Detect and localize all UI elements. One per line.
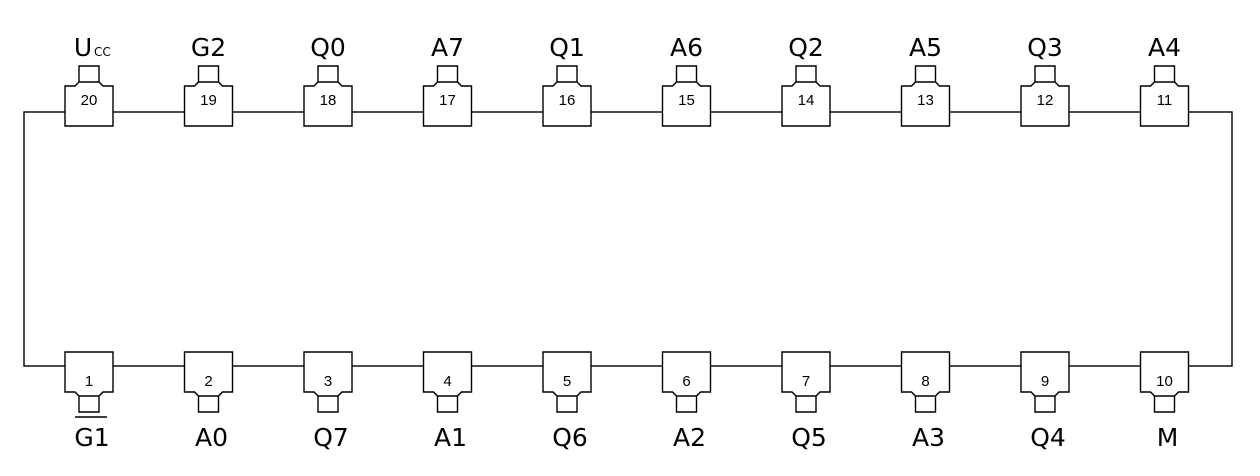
pin-number: 11 [1157,92,1173,109]
pin-number: 14 [798,92,815,109]
pin-label: Q7 [313,423,349,452]
pin-13: 13 A5 [900,33,951,127]
pin-tab [78,65,100,82]
pin-box [422,81,473,127]
pin-box [183,81,234,127]
pin-17: 17 A7 [422,33,473,127]
pin-tab [675,65,698,82]
pin-number: 8 [921,373,929,390]
pin-box [781,81,831,127]
pin-number: 17 [439,92,456,109]
pin-label: A7 [431,33,464,62]
pin-number: 19 [200,92,217,109]
pin-number: 20 [81,92,98,109]
pin-label-subscript: CC [94,45,111,59]
pin-label: Q0 [310,33,346,62]
pin-number: 13 [917,92,934,109]
pin-tab [197,65,220,82]
pin-number: 12 [1037,92,1054,109]
pin-tab [914,396,937,413]
pin-3: 3Q7 [303,351,353,452]
pin-number: 6 [682,373,690,390]
pin-tab [914,65,937,82]
pin-number: 9 [1041,373,1049,390]
pin-tab [556,396,578,413]
pin-box [64,81,114,127]
pin-number: 3 [324,373,332,390]
pin-5: 5Q6 [542,351,592,452]
pin-tab [1153,65,1176,82]
pin-label: M [1157,423,1179,452]
pin-tab [1034,396,1056,413]
chip-body [23,111,1233,367]
pin-6: 6A2 [661,351,712,452]
pin-number: 5 [563,373,571,390]
pin-label: A3 [912,423,945,452]
pin-label: G2 [191,33,226,62]
pin-number: 18 [320,92,337,109]
pin-label: Q6 [552,423,588,452]
pin-label: U [74,33,92,62]
pin-label: A4 [1148,33,1181,62]
pin-19: 19 G2 [183,33,234,127]
pin-label: A6 [670,33,703,62]
pin-tab [675,396,698,413]
pin-tab [317,65,339,82]
pin-tab [795,65,817,82]
pin-box [661,81,712,127]
pin-12: 12 Q3 [1020,33,1070,127]
pin-8: 8A3 [900,351,951,452]
pin-label: A5 [909,33,942,62]
pin-tab [1034,65,1056,82]
pin-9: 9Q4 [1020,351,1070,452]
pin-label: Q2 [788,33,824,62]
pin-tab [795,396,817,413]
chip-outline [23,111,1233,367]
pin-box [1139,81,1190,127]
pin-box [303,81,353,127]
pin-10: 10M [1139,351,1190,452]
pin-tab [317,396,339,413]
pin-11: 11 A4 [1139,33,1190,127]
pin-box [900,81,951,127]
pin-label: Q1 [549,33,585,62]
pin-number: 7 [802,373,810,390]
pin-label: G1 [74,423,109,452]
pin-18: 18 Q0 [303,33,353,127]
pin-box [542,81,592,127]
pin-number: 16 [559,92,576,109]
pin-4: 4A1 [422,351,473,452]
pin-2: 2A0 [183,351,234,452]
pin-1: 1G1 [64,351,114,452]
pin-15: 15 A6 [661,33,712,127]
pin-tab [197,396,220,413]
pin-number: 2 [204,373,212,390]
pin-label: Q3 [1027,33,1063,62]
pin-label: A1 [434,423,467,452]
pin-7: 7Q5 [781,351,831,452]
pin-label: A2 [673,423,706,452]
pin-tab [1153,396,1176,413]
pin-number: 1 [85,373,93,390]
pin-tab [556,65,578,82]
pin-label: Q4 [1030,423,1066,452]
pin-14: 14 Q2 [781,33,831,127]
pin-box [1020,81,1070,127]
pin-number: 10 [1156,373,1173,390]
pin-tab [436,396,459,413]
pin-number: 15 [678,92,695,109]
pin-tab [78,396,100,413]
pin-label: Q5 [791,423,827,452]
pin-16: 16 Q1 [542,33,592,127]
pin-label: A0 [195,423,228,452]
pin-tab [436,65,459,82]
pin-number: 4 [443,373,451,390]
